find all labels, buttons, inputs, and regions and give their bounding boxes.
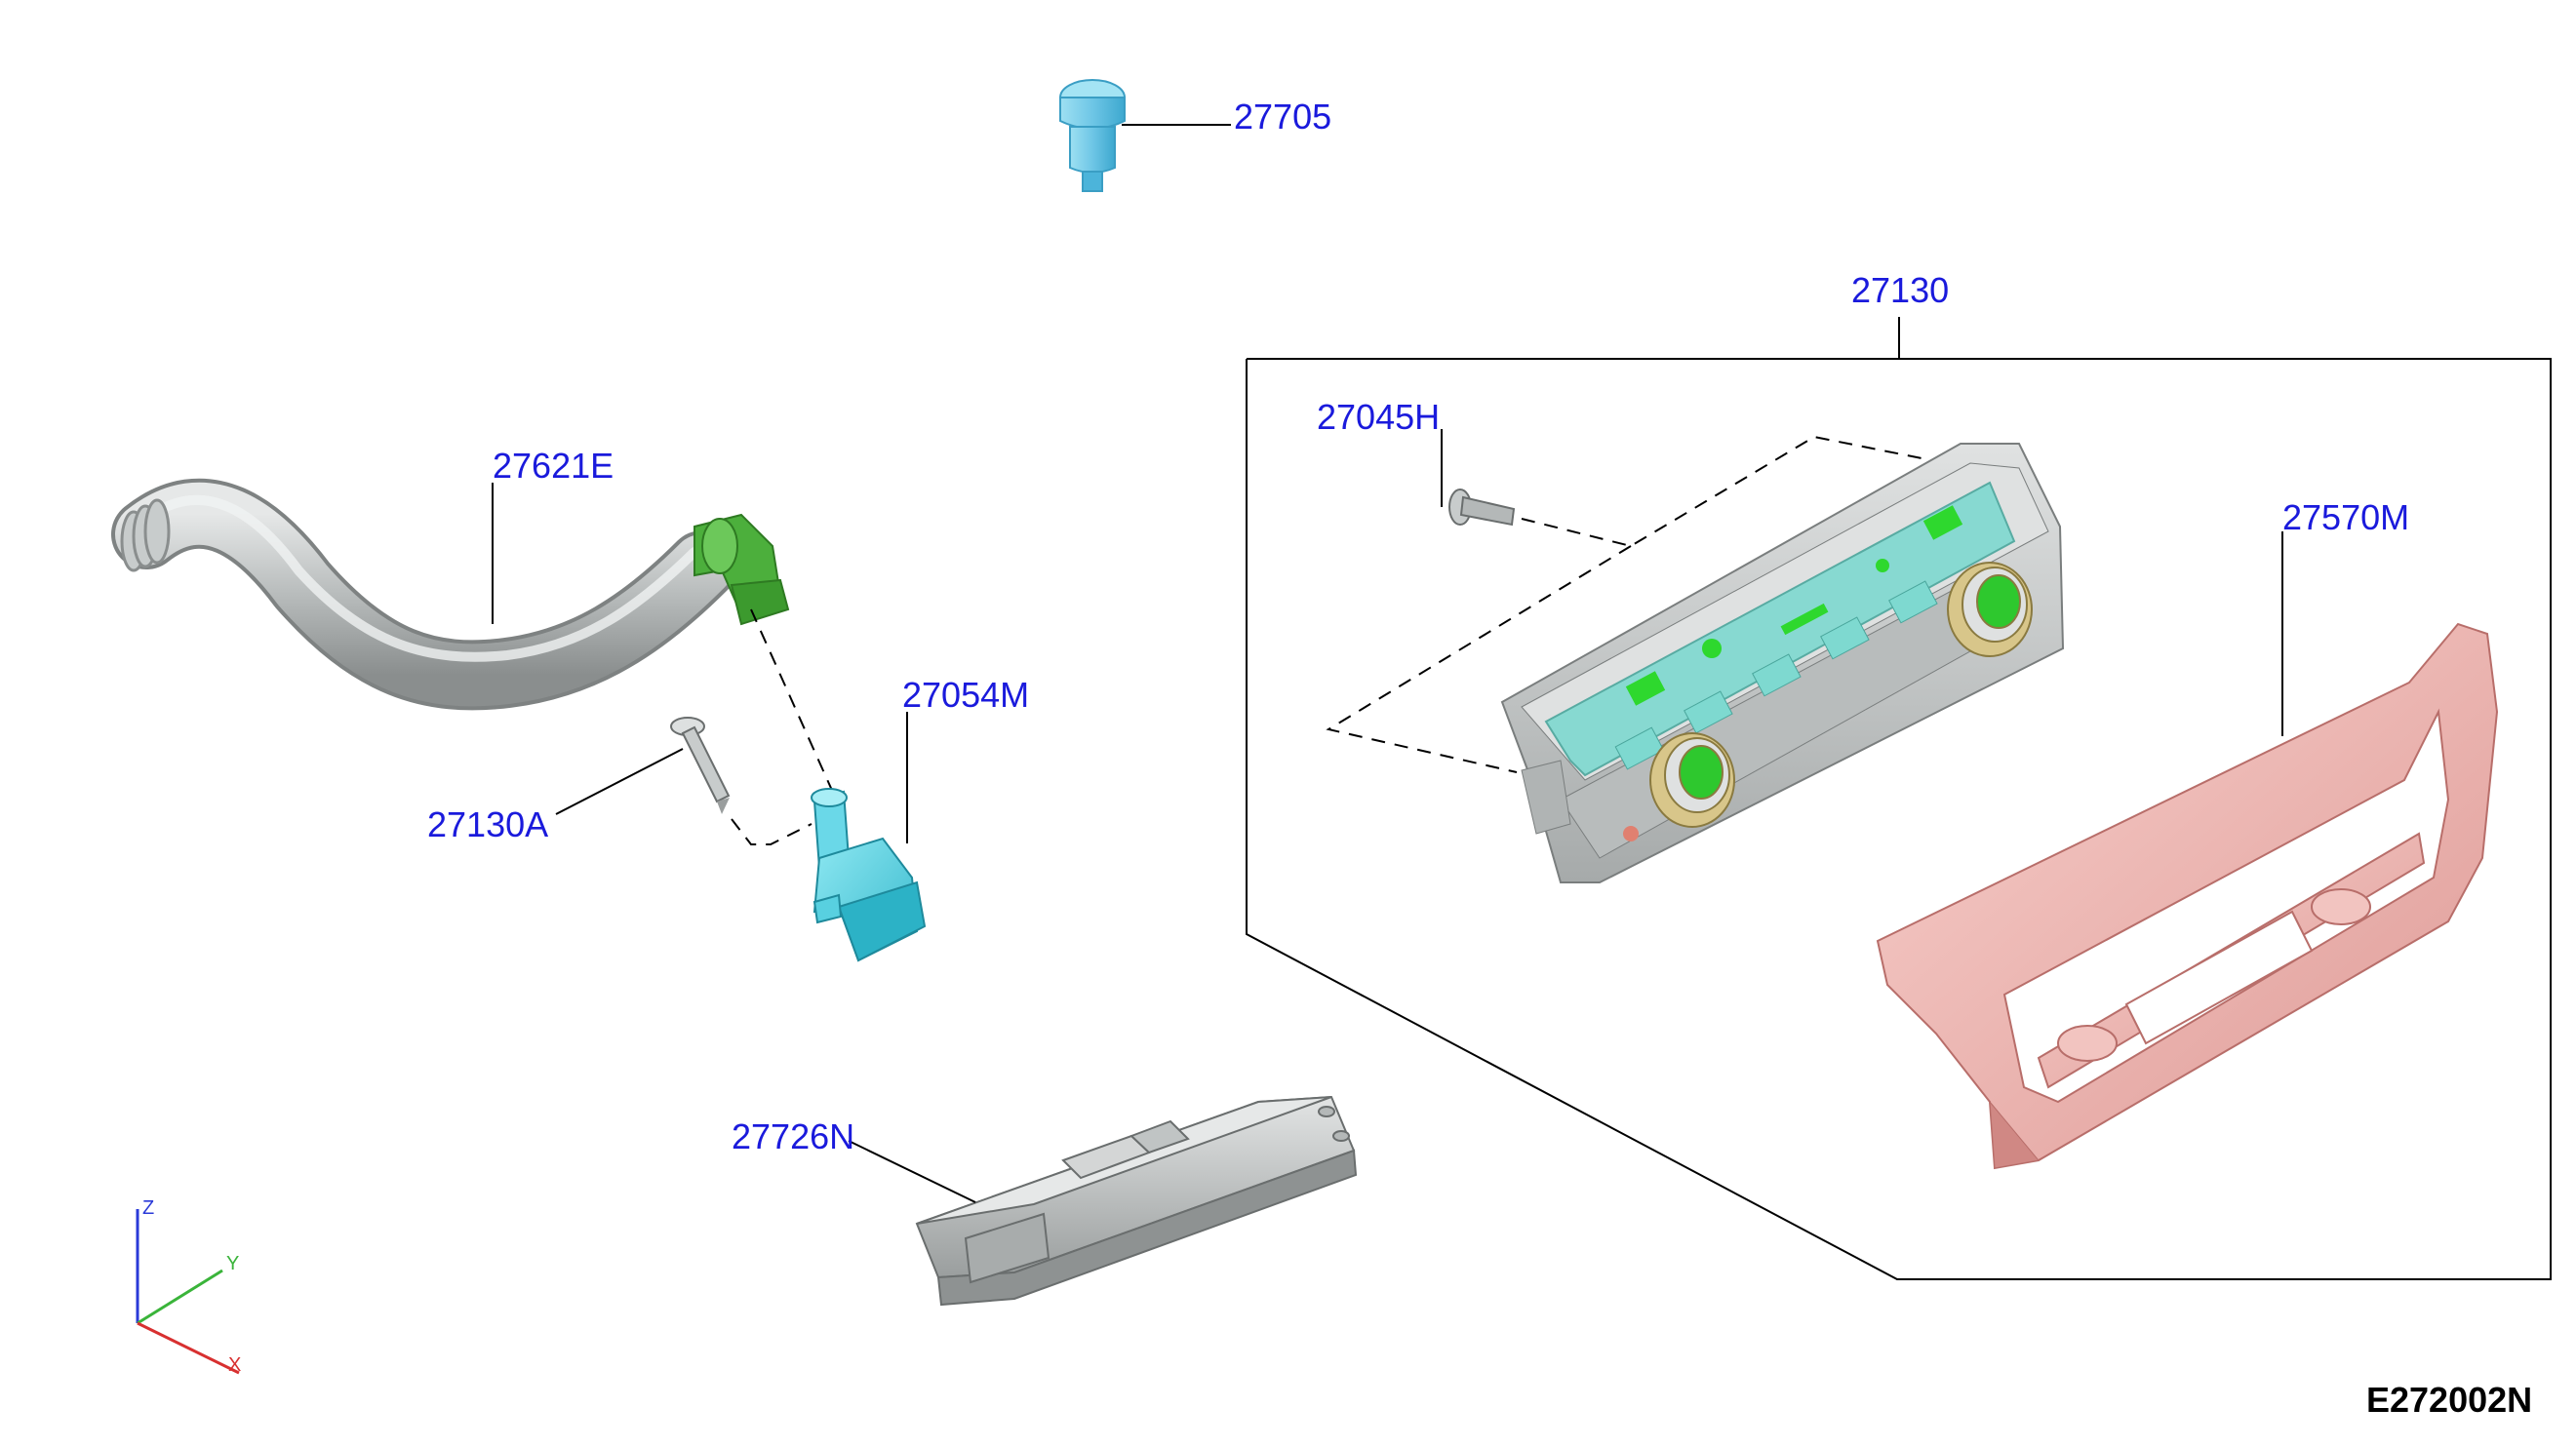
axis-x-label: X	[228, 1354, 241, 1376]
callout-27726N: 27726N	[732, 1116, 855, 1156]
callout-27130A: 27130A	[427, 804, 549, 844]
axis-y-label: Y	[226, 1253, 239, 1274]
callout-27705: 27705	[1234, 97, 1332, 137]
leader-line-27130A	[555, 748, 684, 815]
hose-27621E-part	[111, 478, 790, 711]
diagram-reference-code: E272002N	[2366, 1380, 2533, 1420]
leader-line-27726N	[848, 1140, 976, 1203]
callout-27130: 27130	[1851, 270, 1950, 310]
screw-27130A-part	[670, 717, 731, 814]
coordinate-axes: Z Y X	[136, 1197, 241, 1376]
dashed-link-screw-panel	[1521, 435, 1922, 548]
axis-z-label: Z	[142, 1197, 154, 1219]
trim-bezel-27570M-part	[1876, 622, 2499, 1170]
climate-control-panel-part	[1500, 443, 2065, 883]
connector-27054M-part	[811, 788, 927, 962]
module-27726N-part	[915, 1095, 1358, 1307]
axis-x-line	[137, 1321, 240, 1375]
callout-27045H: 27045H	[1317, 397, 1441, 437]
screw-27045H-part	[1448, 489, 1516, 527]
assembly-box-27130	[1246, 358, 2552, 1280]
callout-27570M: 27570M	[2282, 497, 2410, 537]
axis-y-line	[137, 1269, 223, 1325]
dashed-link-screw-connector	[731, 818, 812, 845]
dashed-link-panel-corner	[1326, 545, 1632, 773]
callout-27621E: 27621E	[493, 446, 614, 486]
callout-27054M: 27054M	[902, 675, 1030, 715]
clip-27705-part	[1059, 79, 1126, 192]
dashed-link-hose-connector	[750, 608, 835, 796]
